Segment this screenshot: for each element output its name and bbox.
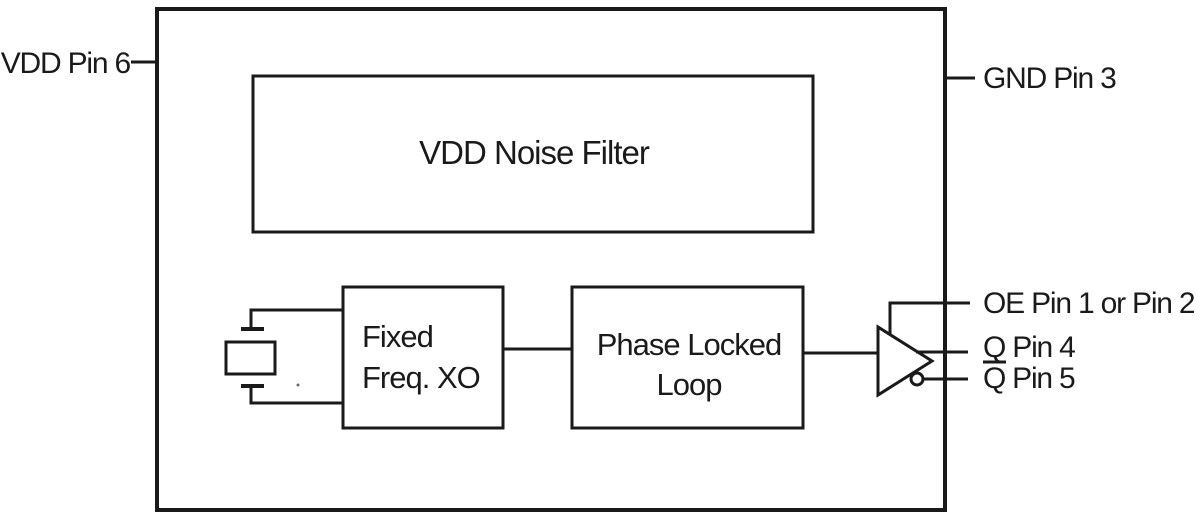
- qbar-rest: Pin 5: [1012, 362, 1075, 395]
- pll-label-line1: Phase Locked: [597, 327, 781, 362]
- xo-label-line1: Fixed: [362, 319, 433, 354]
- output-buffer-symbol: [876, 324, 935, 398]
- qbar-letter: Q: [983, 362, 1005, 395]
- xo-label-line2: Freq. XO: [362, 360, 480, 395]
- oe-pin-wire: [888, 301, 970, 336]
- crystal-body: [224, 340, 277, 376]
- q-pin-label: Q Pin 4: [983, 331, 1075, 364]
- vdd-noise-filter-label: VDD Noise Filter: [419, 134, 650, 171]
- vdd-noise-filter-box: [251, 74, 815, 234]
- pll-label-line2: Loop: [657, 367, 722, 402]
- crystal-top-lead: [249, 308, 343, 329]
- gnd-pin-label: GND Pin 3: [983, 62, 1116, 95]
- stray-speck: [296, 383, 300, 387]
- crystal-bottom-lead: [249, 386, 343, 405]
- crystal-symbol-icon: [224, 308, 343, 405]
- fixed-freq-xo-box: [341, 285, 505, 430]
- inversion-bubble-icon: [909, 371, 925, 387]
- oe-pin-label: OE Pin 1 or Pin 2: [983, 287, 1195, 320]
- chip-boundary-box: [155, 7, 947, 512]
- pll-box: [570, 285, 805, 430]
- vdd-pin-label: VDD Pin 6: [1, 47, 131, 80]
